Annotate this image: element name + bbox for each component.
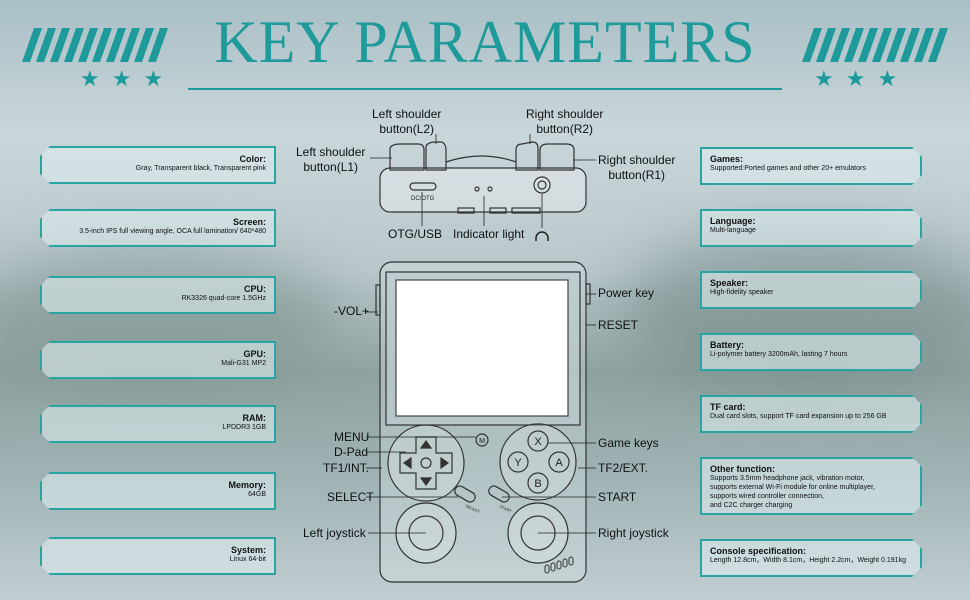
- spec-box-language: Language: Multi-language: [700, 209, 922, 247]
- spec-box-gpu: GPU: Mali-G31 MP2: [40, 341, 276, 379]
- spec-value: High-fidelity speaker: [710, 289, 774, 296]
- spec-label: Speaker:: [710, 278, 749, 288]
- label-right-joystick: Right joystick: [598, 526, 669, 540]
- spec-value: Li-polymer battery 3200mAh, lasting 7 ho…: [710, 351, 848, 358]
- label-menu: MENU: [334, 430, 370, 444]
- label-tf2: TF2/EXT.: [598, 461, 649, 475]
- label-right-shoulder-r1: Right shoulder button(R1): [598, 153, 676, 182]
- spec-value-line: supports external Wi-Fi module for onlin…: [710, 484, 875, 491]
- label-left-joystick: Left joystick: [303, 526, 366, 540]
- spec-value: LPDDR3 1GB: [222, 424, 266, 431]
- spec-label: Memory:: [228, 480, 266, 490]
- spec-label: TF card:: [710, 402, 746, 412]
- spec-box-system: System: Linux 64-bit: [40, 537, 276, 575]
- stars-decoration-right: ★★★: [814, 66, 910, 91]
- spec-value-line: Supports 3.5mm headphone jack, vibration…: [710, 475, 865, 482]
- spec-label: Language:: [710, 216, 756, 226]
- select-small-label: SELECT: [465, 503, 482, 514]
- spec-value: Dual card slots, support TF card expansi…: [710, 413, 887, 420]
- spec-label: Color:: [239, 154, 266, 164]
- spec-label: Battery:: [710, 340, 745, 350]
- spec-label: Console specification:: [710, 546, 807, 556]
- label-select: SELECT: [327, 490, 374, 504]
- stripes-decoration-left: [22, 28, 168, 62]
- spec-value: Multi-language: [710, 227, 756, 234]
- button-x-glyph: X: [534, 436, 542, 448]
- label-game-keys: Game keys: [598, 436, 659, 450]
- label-start: START: [598, 490, 637, 504]
- spec-box-screen: Screen: 3.5-inch IPS full viewing angle,…: [40, 209, 276, 247]
- spec-label: Games:: [710, 154, 744, 164]
- spec-box-tf-card: TF card: Dual card slots, support TF car…: [700, 395, 922, 433]
- dc-otg-label: DC/OTG: [411, 196, 435, 202]
- label-dpad: D-Pad: [334, 445, 369, 459]
- spec-value-line: and C2C charger charging: [710, 502, 793, 509]
- page-title: KEY PARAMETERS: [214, 9, 756, 75]
- title-underline: [188, 88, 782, 90]
- label-left-shoulder-l1: Left shoulder button(L1): [296, 145, 366, 174]
- spec-label: RAM:: [242, 413, 266, 423]
- spec-label: Screen:: [232, 217, 266, 227]
- stripes-decoration-right: [802, 28, 948, 62]
- spec-label: GPU:: [243, 349, 266, 359]
- label-right-shoulder-r2: Right shoulder button(R2): [526, 107, 604, 136]
- menu-button-glyph: M: [479, 438, 485, 445]
- start-small-label: START: [499, 504, 513, 514]
- label-reset: RESET: [598, 318, 639, 332]
- spec-label: System:: [230, 545, 266, 555]
- spec-box-battery: Battery: Li-polymer battery 3200mAh, las…: [700, 333, 922, 371]
- spec-box-other-function: Other function: Supports 3.5mm headphone…: [700, 457, 922, 515]
- label-power-key: Power key: [598, 286, 655, 300]
- spec-box-cpu: CPU: RK3326 quad-core 1.5GHz: [40, 276, 276, 314]
- spec-box-ram: RAM: LPDDR3 1GB: [40, 405, 276, 443]
- spec-box-console-spec: Console specification: Length 12.8cm，Wid…: [700, 539, 922, 577]
- spec-box-color: Color: Gray, Transparent black, Transpar…: [40, 146, 276, 184]
- label-volume: -VOL+: [334, 304, 370, 318]
- label-left-shoulder-l2: Left shoulder button(L2): [372, 107, 442, 136]
- spec-value: Gray, Transparent black, Transparent pin…: [135, 165, 266, 172]
- label-indicator-light: Indicator light: [453, 227, 525, 241]
- spec-value: Linux 64-bit: [229, 556, 266, 563]
- device-top-view: [379, 141, 587, 214]
- spec-box-memory: Memory: 64GB: [40, 472, 276, 510]
- device-front-view: [375, 261, 591, 583]
- spec-value-line: supports wired controller connection,: [710, 493, 825, 500]
- label-tf1: TF1/INT.: [323, 461, 370, 475]
- spec-label: CPU:: [244, 284, 266, 294]
- spec-box-speaker: Speaker: High-fidelity speaker: [700, 271, 922, 309]
- spec-value: RK3326 quad-core 1.5GHz: [181, 295, 266, 302]
- spec-value: Supported:Ported games and other 20+ emu…: [710, 165, 866, 172]
- stars-decoration-left: ★★★: [80, 66, 176, 91]
- spec-value: Length 12.8cm，Width 8.1cm，Height 2.2cm，W…: [710, 557, 906, 564]
- headphone-icon: [535, 231, 549, 241]
- spec-value: Mali-G31 MP2: [221, 360, 266, 367]
- spec-box-games: Games: Supported:Ported games and other …: [700, 147, 922, 185]
- label-otg-usb: OTG/USB: [388, 227, 443, 241]
- spec-label: Other function:: [710, 464, 775, 474]
- button-y-glyph: Y: [514, 457, 522, 469]
- button-a-glyph: A: [555, 457, 563, 469]
- button-b-glyph: B: [534, 478, 541, 490]
- spec-value: 3.5-inch IPS full viewing angle, OCA ful…: [79, 228, 266, 235]
- spec-value: 64GB: [248, 491, 266, 498]
